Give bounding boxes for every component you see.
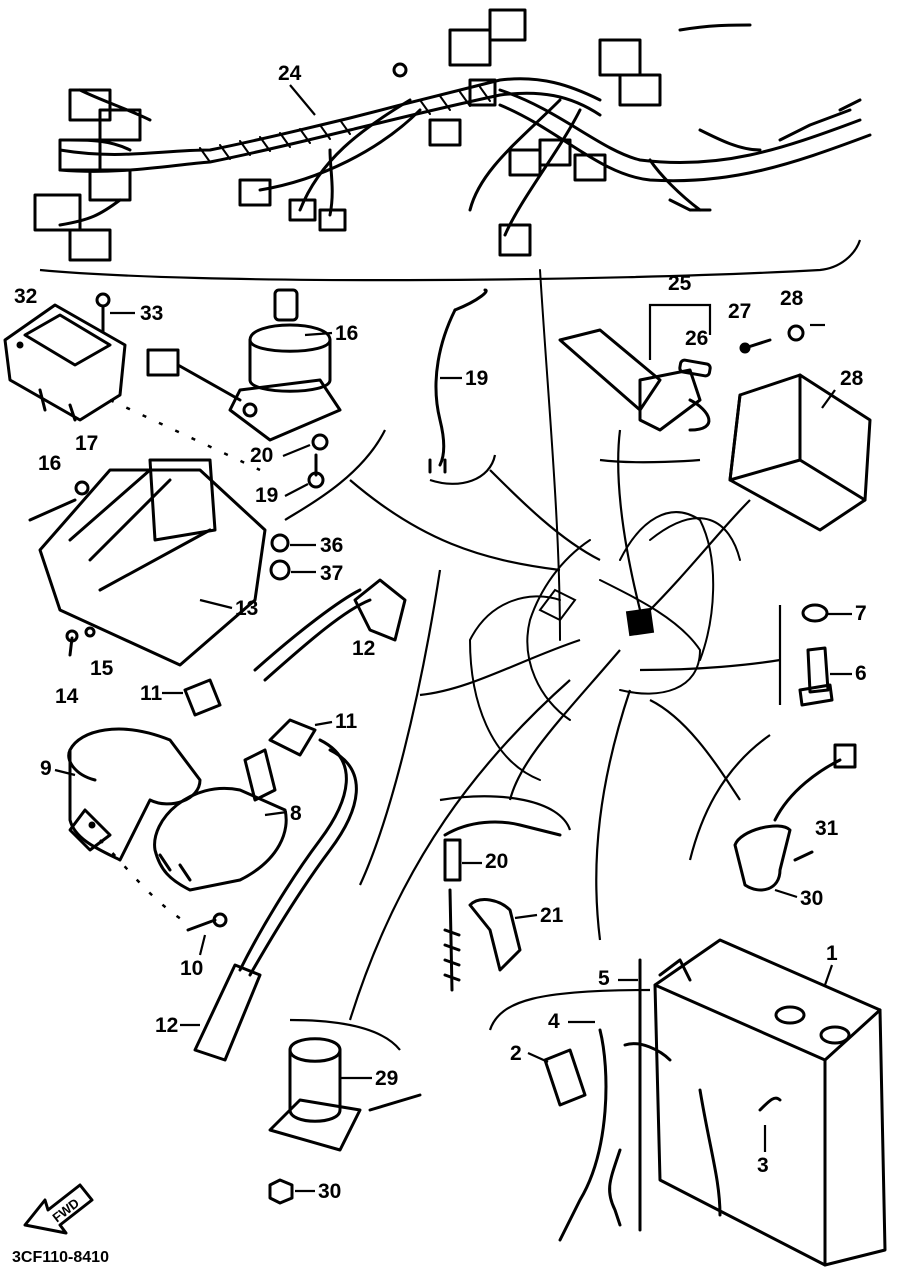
ignition-coil-8 xyxy=(153,748,288,892)
callout-6: 6 xyxy=(855,662,867,685)
bracket-23 xyxy=(468,898,522,972)
ignition-coil-9 xyxy=(67,727,202,862)
callout-34: 32 xyxy=(14,285,37,308)
callout-18: 16 xyxy=(335,322,358,345)
bolt-16 xyxy=(28,498,77,522)
callout-28: 27 xyxy=(728,300,751,323)
callout-29: 28 xyxy=(780,287,804,310)
grommet-37 xyxy=(269,559,291,581)
callout-5: 5 xyxy=(598,967,610,990)
callout-37: 37 xyxy=(320,562,343,585)
callout-20: 20 xyxy=(250,444,273,467)
callout-22: 20 xyxy=(485,850,508,873)
callout-32: 30 xyxy=(800,887,823,910)
sensor-32 xyxy=(733,743,857,892)
callout-11-right: 11 xyxy=(335,710,358,733)
battery-leads xyxy=(558,958,782,1242)
frame-silhouette xyxy=(469,269,741,781)
washer-17 xyxy=(74,480,90,496)
washer-20 xyxy=(311,433,329,451)
wire-harness xyxy=(33,8,872,282)
hi-tension-lead xyxy=(193,578,407,1062)
washer-7 xyxy=(801,603,829,623)
leader-lines xyxy=(284,429,782,1051)
callout-11-left: 11 xyxy=(140,682,163,705)
callout-25: 25 xyxy=(668,272,692,295)
callout-15: 15 xyxy=(90,657,114,680)
callout-24: 24 xyxy=(278,62,302,85)
bolt-28 xyxy=(739,338,772,354)
callout-13: 13 xyxy=(235,597,258,620)
callout-16: 16 xyxy=(38,452,61,475)
callout-2: 2 xyxy=(510,1042,522,1065)
callout-12-upper: 12 xyxy=(352,637,375,660)
nut-29 xyxy=(787,324,805,342)
battery xyxy=(653,938,887,1267)
callout-30: 29 xyxy=(375,1067,398,1090)
callout-4: 4 xyxy=(548,1010,560,1033)
main-switch xyxy=(146,288,342,442)
callout-1: 1 xyxy=(826,942,838,965)
forward-arrow-icon: FWD xyxy=(23,1183,94,1235)
starter-relay xyxy=(268,1037,422,1152)
callout-9: 9 xyxy=(40,757,52,780)
cdi-unit xyxy=(3,303,261,472)
screw-10 xyxy=(186,912,228,932)
callout-19: 19 xyxy=(255,484,278,507)
callout-3: 3 xyxy=(757,1154,769,1177)
callout-23: 21 xyxy=(540,904,564,927)
callout-21: 19 xyxy=(465,367,488,390)
screw-33 xyxy=(793,850,814,862)
callout-10: 10 xyxy=(180,957,203,980)
callout-14: 14 xyxy=(55,685,79,708)
callout-17: 17 xyxy=(75,432,98,455)
cable-2 xyxy=(543,1048,587,1107)
bolt-31 xyxy=(268,1178,294,1205)
plug-cap-11 xyxy=(183,678,317,757)
screw-35 xyxy=(95,292,111,334)
screw-14 xyxy=(65,629,79,657)
neutral-switch xyxy=(443,820,562,992)
diagram-code: 3CF110-8410 xyxy=(12,1249,109,1266)
switch-6 xyxy=(798,646,834,707)
callout-12-lower: 12 xyxy=(155,1014,178,1037)
callout-27: 28 xyxy=(840,367,864,390)
callout-7: 7 xyxy=(855,602,867,625)
sensor-lead xyxy=(428,288,488,474)
regulator xyxy=(728,373,872,532)
fuse-holder xyxy=(558,328,712,432)
callout-35: 33 xyxy=(140,302,163,325)
callout-36: 36 xyxy=(320,534,343,557)
callout-8: 8 xyxy=(290,802,302,825)
grommet-36 xyxy=(270,533,290,553)
callout-31: 30 xyxy=(318,1180,341,1203)
callout-33: 31 xyxy=(815,817,839,840)
callout-26: 26 xyxy=(685,327,708,350)
screw-19 xyxy=(307,453,325,489)
callouts: 24 32 33 16 19 25 26 27 28 28 16 17 20 1… xyxy=(14,62,867,1203)
ignition-cover xyxy=(38,458,267,667)
washer-15 xyxy=(84,626,96,638)
